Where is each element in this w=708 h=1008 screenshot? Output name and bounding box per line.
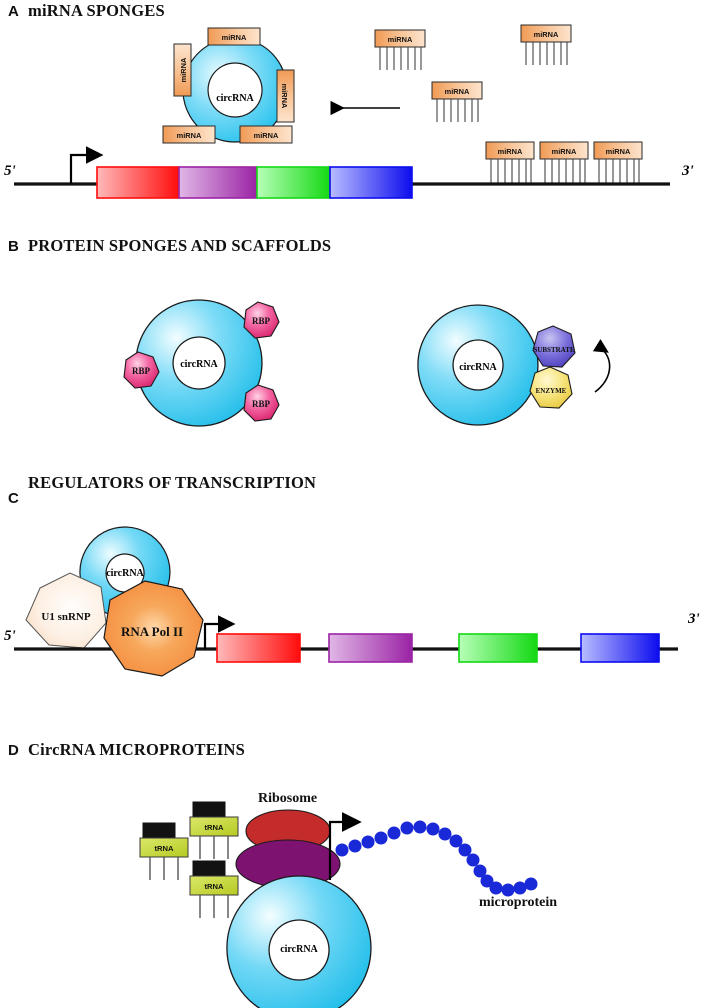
trna-1: tRNA xyxy=(139,822,189,880)
substrate-shape: SUBSTRATE xyxy=(532,325,576,368)
five-prime-c: 5' xyxy=(4,628,16,644)
ring-mirna-left: miRNA xyxy=(173,43,192,97)
circrna-ring-d: circRNA xyxy=(226,875,372,1008)
u1-snrnp-label: U1 snRNP xyxy=(41,611,90,623)
translation-arrow xyxy=(328,812,362,880)
rna-pol-ii-shape: RNA Pol II xyxy=(103,580,204,677)
exon-1-c xyxy=(216,633,301,663)
rbp-label: RBP xyxy=(252,399,271,409)
trna-label: tRNA xyxy=(205,823,224,832)
mirna-label: miRNA xyxy=(534,30,559,39)
circrna-label-b-right: circRNA xyxy=(459,362,497,373)
mirna-label: miRNA xyxy=(254,131,279,140)
u1-snrnp-shape: U1 snRNP xyxy=(25,572,107,649)
trna-3: tRNA xyxy=(189,860,239,918)
panel-c-graphic: circRNA U1 snRNP RNA Pol II xyxy=(14,526,678,677)
mirna-label: miRNA xyxy=(280,84,289,109)
microprotein-chain xyxy=(335,820,538,897)
rbp-label: RBP xyxy=(252,316,271,326)
circrna-ring-a: circRNA xyxy=(182,37,288,143)
mirna-label: miRNA xyxy=(606,147,631,156)
panel-b-graphic: circRNA RBP RBP RBP circRNA SUBSTRATE E xyxy=(123,299,611,427)
free-mirna-1: miRNA xyxy=(374,29,426,70)
three-prime-a: 3' xyxy=(682,163,694,179)
trna-label: tRNA xyxy=(205,882,224,891)
panel-a-graphic: circRNA miRNA miRNA miRNA miRNA miRNA mi… xyxy=(14,24,670,199)
panel-b-title: PROTEIN SPONGES AND SCAFFOLDS xyxy=(28,236,332,255)
rbp-left: RBP xyxy=(123,351,160,389)
ring-mirna-bottom-left: miRNA xyxy=(162,125,216,144)
bound-mirna-2: miRNA xyxy=(539,141,589,184)
rna-pol-ii-label: RNA Pol II xyxy=(121,624,183,639)
five-prime-a: 5' xyxy=(4,163,16,179)
panel-c-letter: C xyxy=(8,490,19,507)
rbp-bottom-right: RBP xyxy=(243,384,280,422)
microprotein-label: microprotein xyxy=(479,895,558,910)
panel-a-title: miRNA SPONGES xyxy=(28,1,165,20)
circrna-ring-b-right: circRNA xyxy=(417,304,539,426)
ribosome-label: Ribosome xyxy=(258,791,318,806)
exon-4-c xyxy=(580,633,660,663)
ring-mirna-top: miRNA xyxy=(207,27,261,46)
tss-arrow-a xyxy=(69,146,104,184)
enzyme-shape: ENZYME xyxy=(529,366,573,409)
free-mirna-2: miRNA xyxy=(431,81,483,122)
exon-2-c xyxy=(328,633,413,663)
mirna-label: miRNA xyxy=(498,147,523,156)
circrna-label-a: circRNA xyxy=(216,93,254,104)
rbp-label: RBP xyxy=(132,366,151,376)
circrna-label-d: circRNA xyxy=(280,944,318,955)
enzyme-label: ENZYME xyxy=(536,387,567,395)
circrna-label-b-left: circRNA xyxy=(180,359,218,370)
mirna-label: miRNA xyxy=(177,131,202,140)
ring-mirna-right: miRNA xyxy=(276,69,295,123)
exon-1-a xyxy=(96,166,180,199)
mirna-label: miRNA xyxy=(179,57,188,82)
panel-b-letter: B xyxy=(8,238,19,255)
mirna-label: miRNA xyxy=(552,147,577,156)
reaction-arrow xyxy=(592,339,611,393)
panel-a-letter: A xyxy=(8,3,19,20)
mirna-label: miRNA xyxy=(445,87,470,96)
exon-2-a xyxy=(178,166,258,199)
panel-d-letter: D xyxy=(8,742,19,759)
circrna-label-c: circRNA xyxy=(106,568,144,579)
exon-3-c xyxy=(458,633,538,663)
panel-d-title: CircRNA MICROPROTEINS xyxy=(28,740,246,759)
trna-label: tRNA xyxy=(155,844,174,853)
mirna-label: miRNA xyxy=(222,33,247,42)
tss-arrow-c xyxy=(203,615,236,649)
panel-c-title: REGULATORS OF TRANSCRIPTION xyxy=(28,473,317,492)
trna-2: tRNA xyxy=(189,801,239,859)
free-mirna-3: miRNA xyxy=(520,24,572,65)
exon-3-a xyxy=(256,166,331,199)
mirna-label: miRNA xyxy=(388,35,413,44)
exon-4-a xyxy=(329,166,413,199)
rbp-top-right: RBP xyxy=(243,301,280,339)
three-prime-c: 3' xyxy=(688,611,700,627)
bound-mirna-1: miRNA xyxy=(485,141,535,184)
ring-mirna-bottom-right: miRNA xyxy=(239,125,293,144)
bound-mirna-3: miRNA xyxy=(593,141,643,184)
substrate-label: SUBSTRATE xyxy=(533,346,574,354)
